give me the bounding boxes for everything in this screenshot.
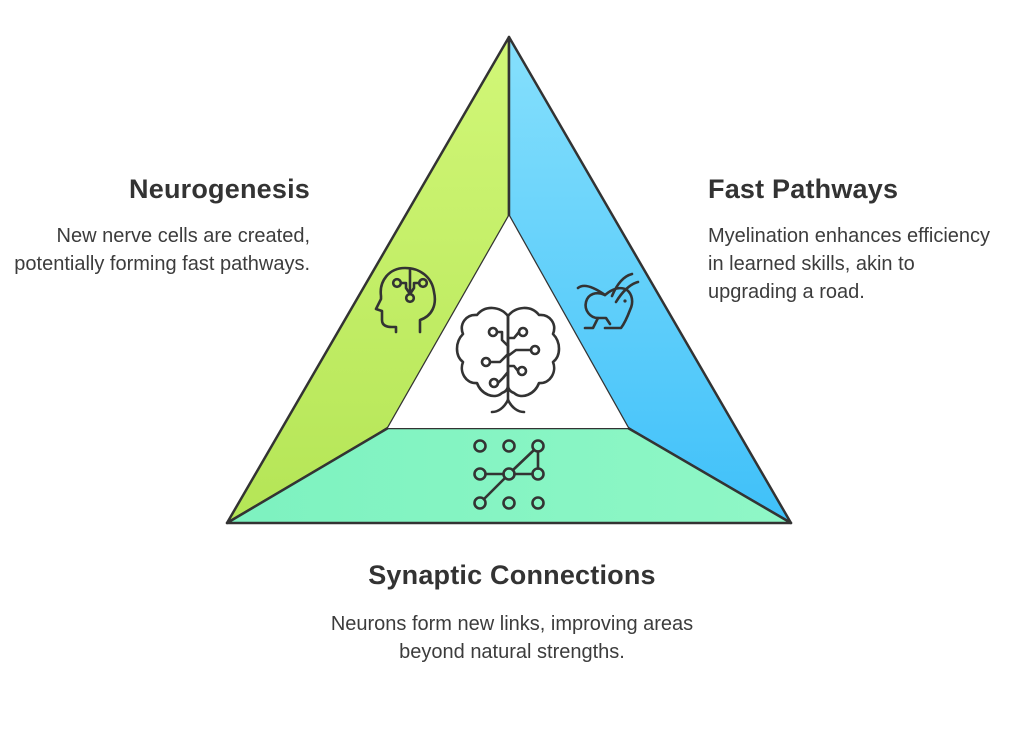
neurogenesis-label: Neurogenesis New nerve cells are created… — [10, 172, 310, 278]
fast-pathways-description: Myelination enhances efficiency in learn… — [708, 225, 991, 303]
synaptic-connections-label: Synaptic Connections Neurons form new li… — [312, 558, 712, 666]
head-circuit-icon — [374, 266, 437, 334]
neurogenesis-title: Neurogenesis — [129, 174, 310, 204]
neurogenesis-description: New nerve cells are created, potentially… — [14, 225, 310, 275]
rabbit-icon — [576, 272, 640, 330]
fast-pathways-title: Fast Pathways — [708, 174, 899, 204]
network-nodes-icon — [473, 439, 545, 510]
fast-pathways-label: Fast Pathways Myelination enhances effic… — [708, 172, 1008, 306]
synaptic-connections-title: Synaptic Connections — [368, 560, 656, 590]
brain-circuit-icon — [455, 306, 561, 414]
synaptic-connections-description: Neurons form new links, improving areas … — [330, 613, 694, 663]
